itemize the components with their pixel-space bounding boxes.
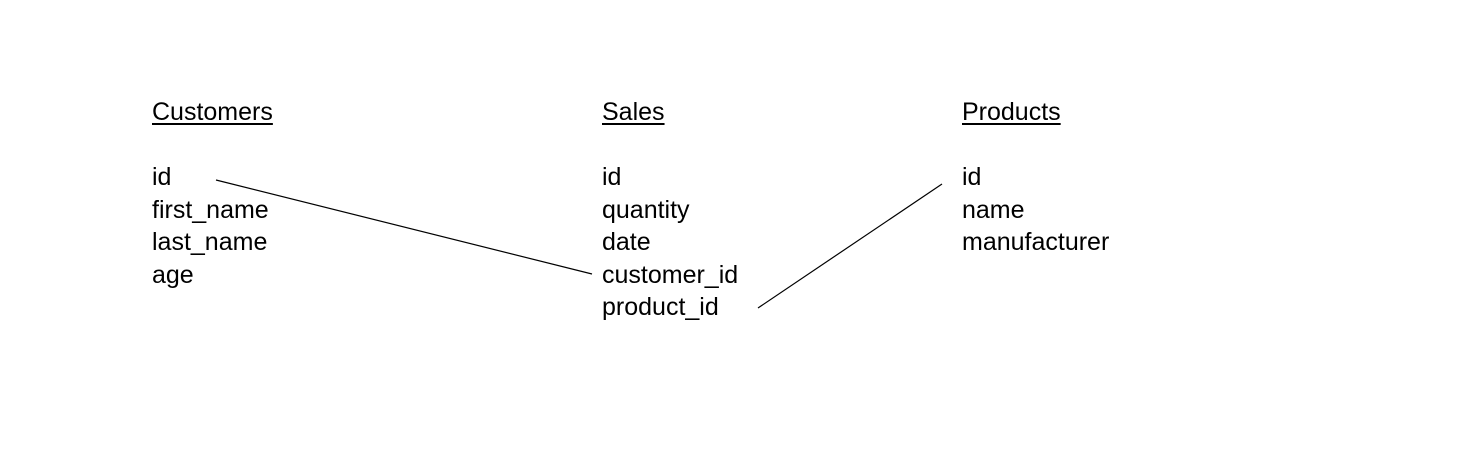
sales-field-product-id: product_id bbox=[602, 293, 719, 321]
customers-field-id: id bbox=[152, 163, 172, 191]
sales-product-id-to-products-id-line bbox=[757, 183, 943, 309]
products-field-id: id bbox=[962, 163, 982, 191]
sales-field-id: id bbox=[602, 163, 622, 191]
customers-entity: Customers id first_name last_name age bbox=[152, 96, 273, 291]
customers-field-list: id first_name last_name age bbox=[152, 161, 273, 291]
sales-field-quantity: quantity bbox=[602, 195, 690, 224]
customers-field-age: age bbox=[152, 260, 194, 289]
products-entity: Products id name manufacturer bbox=[962, 96, 1109, 259]
customers-field-first-name: first_name bbox=[152, 195, 269, 224]
customers-title: Customers bbox=[152, 98, 273, 126]
sales-field-list: id quantity date customer_id product_id bbox=[602, 161, 738, 324]
sales-field-date: date bbox=[602, 228, 651, 256]
customers-field-last-name: last_name bbox=[152, 228, 268, 256]
sales-field-customer-id: customer_id bbox=[602, 260, 739, 289]
products-field-name: name bbox=[962, 195, 1025, 224]
products-title: Products bbox=[962, 98, 1061, 126]
sales-title: Sales bbox=[602, 98, 665, 126]
sales-entity: Sales id quantity date customer_id produ… bbox=[602, 96, 738, 324]
products-field-manufacturer: manufacturer bbox=[962, 228, 1110, 256]
products-field-list: id name manufacturer bbox=[962, 161, 1109, 259]
